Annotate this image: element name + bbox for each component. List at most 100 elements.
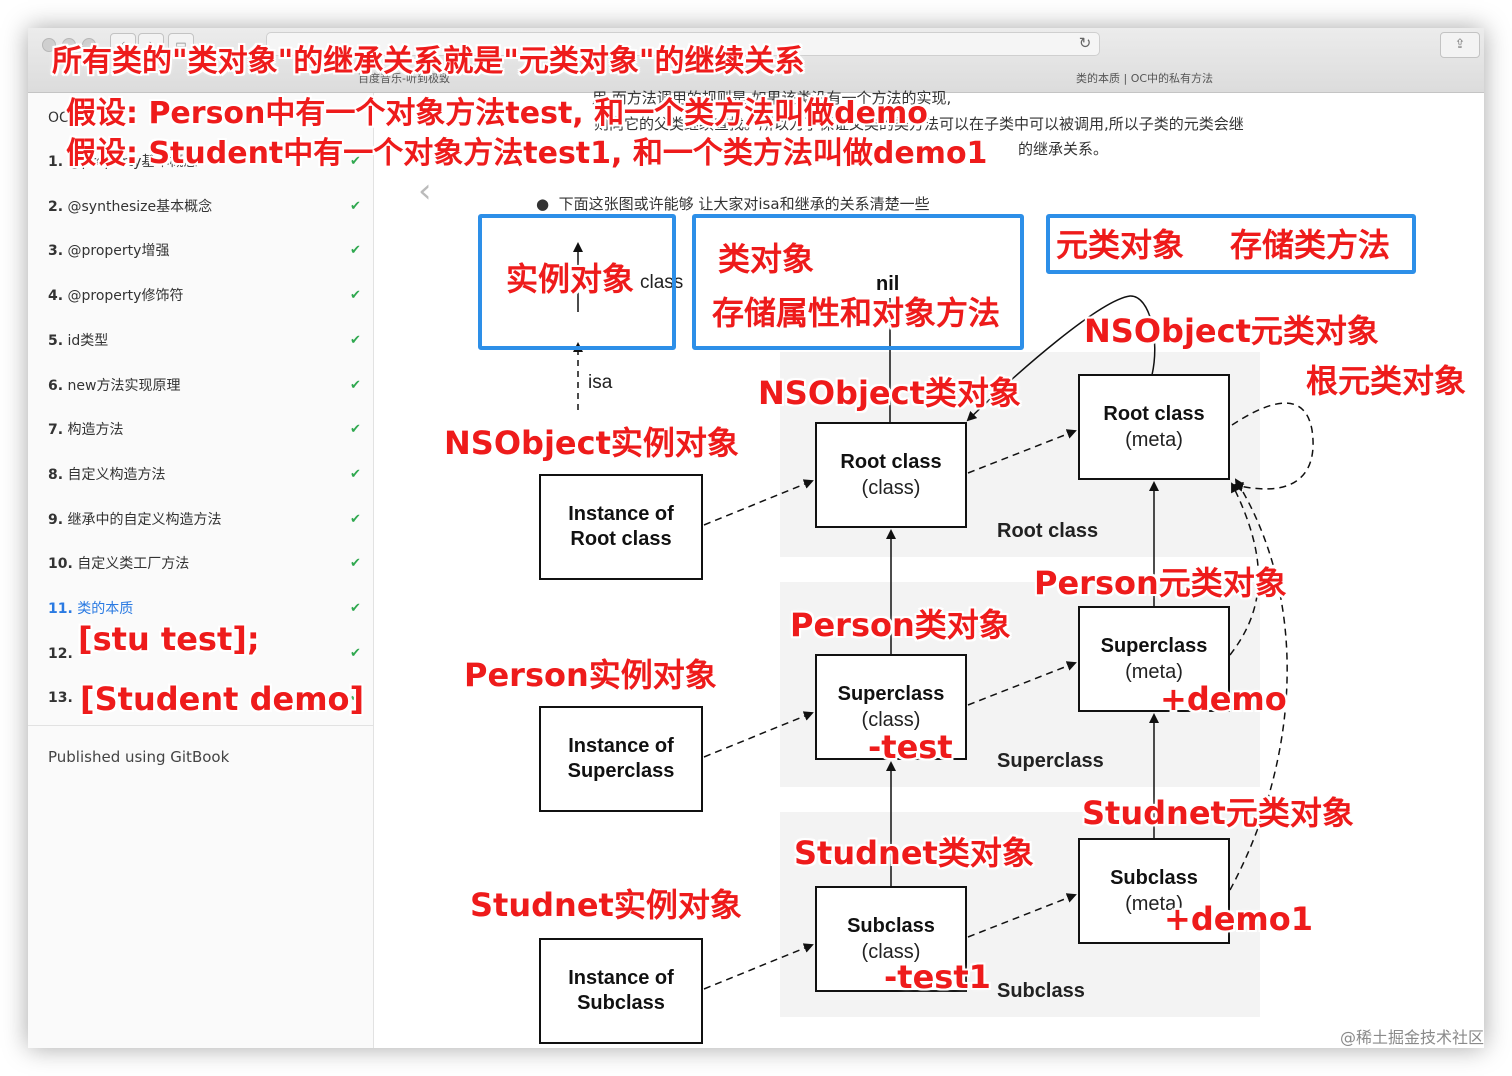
student-class-label: Studnet类对象 — [794, 834, 1034, 872]
root-meta-superclass-arrow — [966, 295, 1156, 422]
sidebar-item-label: @synthesize基本概念 — [67, 198, 213, 215]
reload-icon[interactable]: ↻ — [1078, 34, 1092, 52]
forward-button[interactable]: › — [138, 33, 164, 55]
root-class-box: Root class (class) — [815, 422, 967, 528]
published-gitbook-link[interactable]: Published using GitBook — [48, 748, 230, 766]
checkmark-icon: ✔ — [350, 377, 361, 393]
super-meta-box: Superclass (meta) — [1078, 606, 1230, 712]
checkmark-icon: ✔ — [350, 511, 361, 527]
super-instance-box: Instance of Superclass — [539, 706, 703, 812]
sub-meta-box: Subclass (meta) — [1078, 838, 1230, 944]
juejin-watermark: @稀土掘金技术社区 — [1339, 1028, 1484, 1047]
box-line: Instance of — [568, 967, 674, 989]
checkmark-icon: ✔ — [350, 422, 361, 438]
sidebar-item[interactable]: 9. 继承中的自定义构造方法✔ — [48, 509, 366, 531]
sidebar-item-number: 12. — [48, 645, 73, 662]
paragraph-line-1: 用,而方法调用的规则是,如果该类没有一个方法的实现, — [592, 89, 952, 107]
sidebar-item-number: 11. — [48, 601, 73, 617]
sidebar-item[interactable]: 3. @property增强✔ — [48, 240, 366, 262]
root-meta-isa-loop — [1231, 402, 1314, 492]
prev-page-icon[interactable]: ‹ — [418, 171, 432, 211]
sidebar-item-number: 2. — [48, 198, 64, 215]
nil-label: nil — [876, 273, 899, 295]
title-bar: ‹ › ▭ ↻ ⇪ 百度音乐-听到极致 类的本质 | OC中的私有方法 — [28, 28, 1484, 93]
bullet-text: 下面这张图或许能够 让大家对isa和继承的关系清楚一些 — [558, 195, 930, 213]
sidebar-item[interactable]: 1. @property基本概念 ✔ — [48, 151, 366, 173]
nsobject-class-label: NSObject类对象 — [758, 374, 1021, 412]
plus-demo1-label: +demo1 — [1164, 900, 1314, 938]
student-instance-label: Studnet实例对象 — [470, 886, 742, 924]
sidebar-item[interactable]: 11. 类的本质 ✔ — [48, 598, 366, 620]
assumption-1: 假设: Person中有一个对象方法test, 和一个类方法叫做demo — [66, 96, 928, 131]
sidebar-divider — [28, 725, 373, 726]
box-line: (meta) — [1125, 429, 1183, 451]
sidebar-item-number: 7. — [48, 422, 64, 439]
sidebar-toggle-button[interactable]: ▭ — [168, 33, 194, 55]
meta-object-label: 元类对象 — [1056, 226, 1185, 264]
isa-arrow — [703, 943, 814, 990]
box-line: (class) — [862, 477, 921, 499]
box-line: Instance of — [568, 735, 674, 757]
row-label-super: Superclass — [997, 750, 1104, 772]
sidebar-item[interactable]: 10. 自定义类工厂方法✔ — [48, 553, 366, 575]
row-label-root: Root class — [997, 520, 1098, 542]
checkmark-icon: ✔ — [350, 645, 361, 661]
sub-instance-box: Instance of Subclass — [539, 938, 703, 1044]
legend-isa-label: isa — [588, 372, 613, 393]
class-object-stores-label: 存储属性和对象方法 — [712, 294, 1001, 332]
paragraph-line-2: 则向它的父类继续查找。所以为了保证父类的类方法可以在子类中可以被调用,所以子类的… — [594, 115, 1244, 133]
box-line: Superclass — [568, 760, 675, 782]
sidebar-item[interactable]: 7. 构造方法 ✔ — [48, 419, 366, 441]
browser-window: ‹ › ▭ ↻ ⇪ 百度音乐-听到极致 类的本质 | OC中的私有方法 OC 1… — [28, 28, 1484, 1048]
minus-test-label: -test — [868, 728, 953, 766]
nsobject-instance-label: NSObject实例对象 — [444, 424, 739, 462]
box-line: Root class — [570, 528, 671, 550]
share-icon[interactable]: ⇪ — [1440, 32, 1480, 58]
sidebar-item[interactable]: 12. ✔ — [48, 643, 366, 665]
sidebar-item-label: @property修饰符 — [67, 288, 184, 305]
sidebar-item[interactable]: 8. 自定义构造方法✔ — [48, 464, 366, 486]
meta-highlight-box — [1046, 214, 1416, 274]
close-window-button[interactable] — [42, 38, 56, 52]
tab-class-essence[interactable]: 类的本质 | OC中的私有方法 — [1076, 72, 1214, 85]
paragraph-line-3: 的继承关系。 — [1018, 140, 1109, 158]
sidebar-item-label: 类的本质 — [77, 601, 134, 617]
sidebar-item-number: 6. — [48, 377, 64, 394]
row-label-sub: Subclass — [997, 980, 1085, 1002]
back-button[interactable]: ‹ — [110, 33, 136, 55]
checkmark-icon: ✔ — [350, 332, 361, 348]
sidebar-item[interactable]: 13. ✔ — [48, 687, 366, 709]
minus-test1-label: -test1 — [884, 958, 991, 996]
box-line: Superclass — [838, 683, 945, 705]
sidebar-item[interactable]: 6. new方法实现原理 ✔ — [48, 375, 366, 397]
box-line: Instance of — [568, 503, 674, 525]
box-line: Superclass — [1101, 635, 1208, 657]
sidebar-item-number: 9. — [48, 511, 64, 528]
checkmark-icon: ✔ — [350, 601, 361, 616]
person-meta-label: Person元类对象 — [1034, 564, 1287, 602]
checkmark-icon: ✔ — [350, 154, 361, 169]
sidebar-item-number: 5. — [48, 332, 64, 349]
sidebar-item[interactable]: 4. @property修饰符✔ — [48, 285, 366, 307]
box-line: (class) — [862, 941, 921, 963]
tab-baidu-music[interactable]: 百度音乐-听到极致 — [358, 72, 450, 85]
box-line: (meta) — [1125, 893, 1183, 915]
sidebar-item-number: 8. — [48, 466, 64, 483]
sidebar-item-label: OC — [48, 110, 69, 126]
sidebar-item[interactable]: 2. @synthesize基本概念✔ — [48, 196, 366, 218]
class-object-label: 类对象 — [718, 240, 815, 278]
sidebar-item[interactable]: 5. id类型✔ — [48, 330, 366, 352]
sidebar-item-label: 自定义类工厂方法 — [77, 556, 190, 573]
sidebar-partial-item[interactable]: OC — [48, 107, 366, 129]
sidebar-item-label: @property基本概念 — [67, 154, 198, 170]
sidebar-item-label: new方法实现原理 — [67, 377, 181, 394]
address-bar[interactable] — [266, 32, 1100, 56]
box-line: Root class — [1103, 403, 1204, 425]
zoom-window-button[interactable] — [82, 38, 96, 52]
sidebar-item-label: 构造方法 — [67, 422, 124, 439]
sidebar-item-label: 自定义构造方法 — [67, 466, 166, 483]
minimize-window-button[interactable] — [62, 38, 76, 52]
sidebar-item-number: 1. — [48, 154, 64, 170]
sub-class-box: Subclass (class) — [815, 886, 967, 992]
